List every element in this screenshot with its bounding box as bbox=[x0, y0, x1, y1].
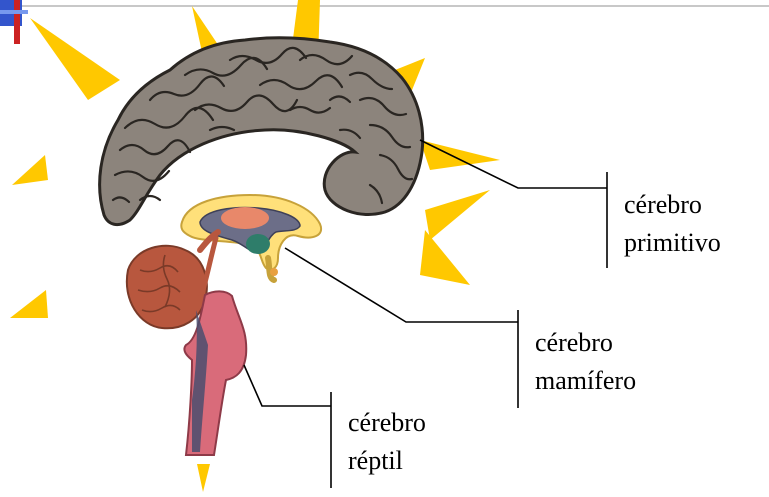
ray bbox=[425, 190, 490, 240]
label-reptile-line1: cérebro bbox=[348, 404, 426, 442]
leader-line-reptile bbox=[244, 365, 331, 406]
ray bbox=[12, 155, 48, 185]
label-mammal-line2: mamífero bbox=[535, 362, 636, 400]
label-mammal-brain: cérebro mamífero bbox=[535, 324, 636, 400]
ray bbox=[420, 140, 500, 170]
label-primitive-line2: primitivo bbox=[624, 224, 721, 262]
ray bbox=[197, 464, 210, 492]
label-primitive-line1: cérebro bbox=[624, 186, 721, 224]
leader-line-mammal bbox=[285, 248, 518, 322]
ray bbox=[10, 290, 48, 318]
ray bbox=[30, 18, 120, 100]
label-reptile-line2: réptil bbox=[348, 442, 426, 480]
label-reptile-brain: cérebro réptil bbox=[348, 404, 426, 480]
label-primitive-brain: cérebro primitivo bbox=[624, 186, 721, 262]
label-mammal-line1: cérebro bbox=[535, 324, 636, 362]
ray bbox=[420, 230, 470, 285]
